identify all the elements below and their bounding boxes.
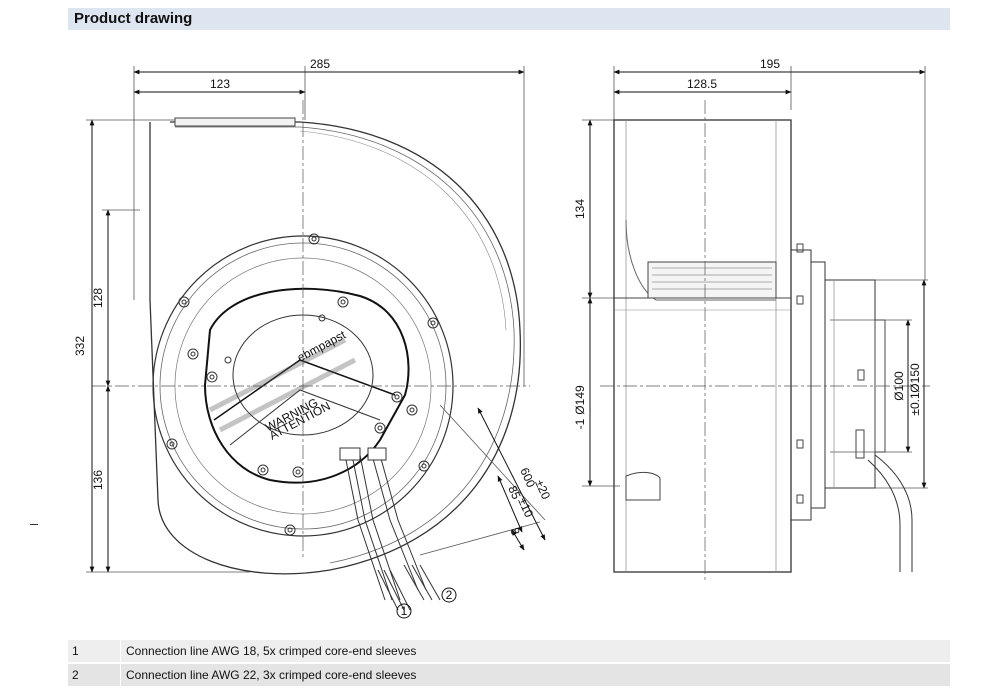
dim-front-upper: 128	[91, 288, 105, 308]
dim-side-partial: 128.5	[687, 77, 717, 91]
connection-cables	[339, 447, 441, 611]
callout-1: 1	[401, 604, 408, 618]
legend-number: 1	[72, 644, 79, 658]
dim-inlet-tol: -1	[573, 418, 587, 429]
product-drawing: 285 123 332 128 136 600 ±20 85 ±10 8 1 2…	[73, 57, 930, 619]
screw-holes	[166, 233, 439, 536]
dim-motor-diameter: Ø100	[892, 371, 906, 401]
title-bar: Product drawing	[68, 8, 950, 30]
dim-cable-tol: ±20	[532, 478, 553, 502]
legend-divider	[120, 664, 121, 686]
dim-front-lower: 136	[91, 470, 105, 490]
legend-row: 1 Connection line AWG 18, 5x crimped cor…	[68, 640, 950, 662]
legend-number: 2	[72, 668, 79, 682]
margin-mark	[30, 524, 38, 525]
dim-inlet-diameter: Ø149	[573, 385, 587, 415]
dim-front-height: 332	[73, 336, 87, 356]
side-view	[582, 66, 930, 580]
page-title: Product drawing	[74, 10, 193, 27]
dim-front-width: 285	[310, 57, 330, 71]
dim-flange-diameter: Ø150	[908, 363, 922, 393]
dim-flange-tol: ±0.1	[908, 392, 922, 416]
legend-table: 1 Connection line AWG 18, 5x crimped cor…	[68, 640, 950, 686]
dim-front-partial: 123	[210, 77, 230, 91]
legend-description: Connection line AWG 18, 5x crimped core-…	[126, 644, 417, 658]
callout-2: 2	[446, 588, 453, 602]
dim-strip-length: 85	[505, 484, 523, 502]
legend-row: 2 Connection line AWG 22, 3x crimped cor…	[68, 664, 950, 686]
legend-description: Connection line AWG 22, 3x crimped core-…	[126, 668, 417, 682]
dim-side-width: 195	[760, 57, 780, 71]
front-view	[86, 66, 546, 619]
dim-side-upper: 134	[573, 199, 587, 219]
legend-divider	[120, 640, 121, 662]
